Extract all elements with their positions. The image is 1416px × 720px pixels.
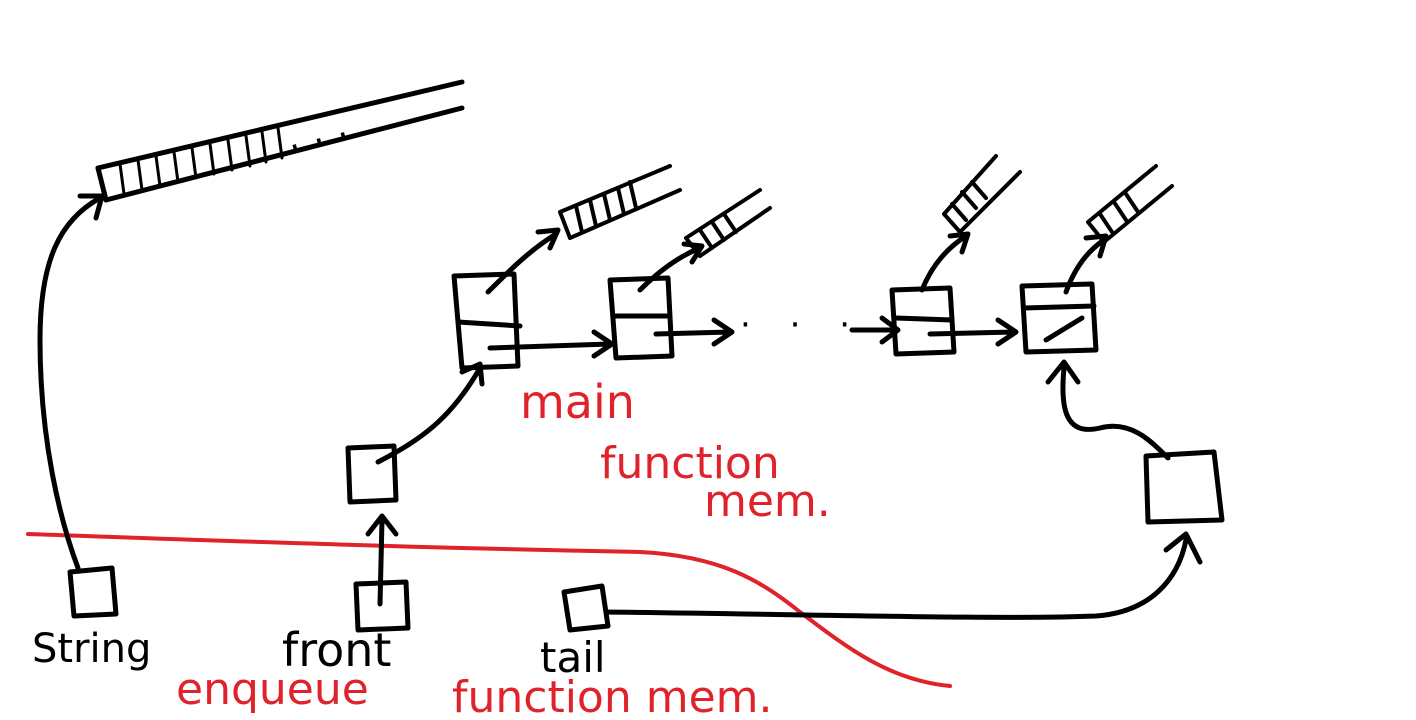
node-n1-next-arrow <box>927 317 1019 347</box>
tail-var-label: tail <box>540 633 606 682</box>
node-2-next-arrow <box>653 317 735 347</box>
string-array <box>95 79 465 203</box>
main-memory-label-line2: function <box>600 438 780 489</box>
node-last-box <box>1019 281 1099 355</box>
memory-boundary-line <box>26 532 952 688</box>
node-n1-incoming-arrow <box>849 315 901 345</box>
boundary-curve <box>26 532 952 688</box>
node-last-string <box>1086 164 1174 244</box>
node-1-box <box>451 271 521 371</box>
node-n1-data-arrow <box>919 231 971 293</box>
tail-var-box <box>561 583 611 633</box>
tail-pointer-arrow <box>603 531 1203 620</box>
diagram-ink: ... <box>37 79 1225 633</box>
string-pointer-arrow <box>37 193 105 571</box>
string-array-ellipsis: ... <box>283 102 365 159</box>
main-tail-arrow <box>1045 359 1171 461</box>
node-n1-string <box>942 154 1022 234</box>
node-last-null-slash <box>1043 315 1085 343</box>
front-var-box <box>353 579 411 633</box>
nodes-ellipsis: · · · <box>740 305 864 345</box>
node-1-data-arrow <box>485 227 561 295</box>
main-front-box <box>345 443 399 505</box>
enqueue-memory-label-word: enqueue <box>176 664 369 715</box>
front-up-arrow <box>365 513 399 607</box>
string-var-box <box>67 565 119 619</box>
node-last-data-arrow <box>1063 233 1109 295</box>
node-2-data-arrow <box>637 241 705 293</box>
node-n1-box <box>889 285 957 357</box>
node-2-string <box>684 188 772 258</box>
main-memory-label-line3: mem. <box>704 476 831 527</box>
main-tail-box <box>1143 449 1225 525</box>
string-var-label: String <box>32 626 151 672</box>
node-1-string <box>558 164 682 240</box>
front-var-label: front <box>282 623 391 677</box>
enqueue-memory-label-rest: function mem. <box>452 672 773 720</box>
main-memory-label-line1: main <box>520 375 635 429</box>
node-1-next-arrow <box>487 329 615 359</box>
